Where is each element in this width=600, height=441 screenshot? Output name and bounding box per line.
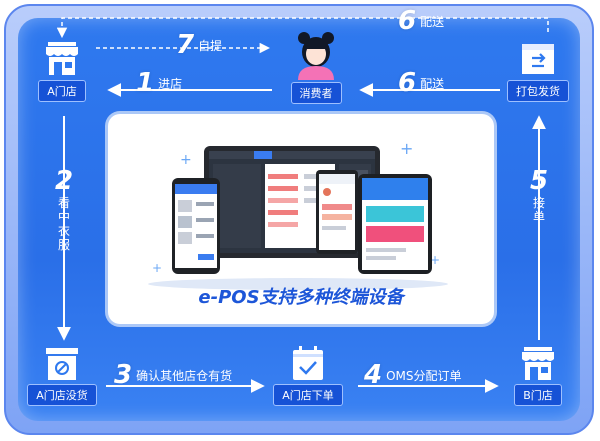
devices-icon: + + + + + (108, 114, 494, 294)
step-text: 确认其他店仓有货 (136, 367, 232, 384)
step-number: 4 (364, 362, 382, 388)
svg-text:+: + (180, 152, 192, 168)
package-icon (518, 38, 558, 78)
step-7: 7 自提 (176, 32, 222, 58)
label-b-store: B门店 (514, 384, 562, 406)
step-number: 6 (398, 8, 416, 34)
svg-text:+: + (400, 139, 413, 158)
panel-caption: e-POS支持多种终端设备 (108, 283, 494, 309)
storefront-icon (518, 344, 558, 382)
storefront-icon (42, 38, 82, 78)
step-text: 配送 (420, 13, 444, 30)
label-a-out-of-stock: A门店没货 (27, 384, 97, 406)
node-b-store: B门店 (498, 344, 578, 406)
node-a-place-order: A门店下单 (268, 344, 348, 406)
step-6-top: 6 配送 (398, 8, 444, 34)
step-5: 5 接单 (528, 168, 550, 224)
consumer-avatar-icon (292, 30, 340, 80)
step-1: 1 进店 (136, 70, 182, 96)
step-6-mid: 6 配送 (398, 70, 444, 96)
step-number: 1 (136, 70, 154, 96)
step-text: 进店 (158, 75, 182, 92)
step-4: 4 OMS分配订单 (364, 362, 462, 388)
svg-text:+: + (152, 261, 162, 275)
node-a-out-of-stock: A门店没货 (22, 344, 102, 406)
step-2: 2 看中衣服 (53, 168, 75, 252)
step-text: 接单 (532, 196, 546, 224)
step-number: 6 (398, 70, 416, 96)
step-text: OMS分配订单 (386, 367, 461, 384)
step-text: 自提 (198, 37, 222, 54)
label-pack-ship: 打包发货 (507, 80, 569, 102)
step-number: 2 (53, 168, 75, 194)
out-of-stock-box-icon (42, 344, 82, 382)
calendar-check-icon (288, 344, 328, 382)
label-a-place-order: A门店下单 (273, 384, 343, 406)
step-number: 3 (114, 362, 132, 388)
label-a-store: A门店 (38, 80, 86, 102)
step-text: 配送 (420, 75, 444, 92)
node-pack-ship: 打包发货 (498, 38, 578, 102)
node-consumer: 消费者 (276, 30, 356, 104)
label-consumer: 消费者 (291, 82, 342, 104)
step-number: 7 (176, 32, 194, 58)
step-3: 3 确认其他店仓有货 (114, 362, 232, 388)
step-text: 看中衣服 (57, 196, 71, 252)
step-number: 5 (528, 168, 550, 194)
node-a-store: A门店 (22, 38, 102, 102)
